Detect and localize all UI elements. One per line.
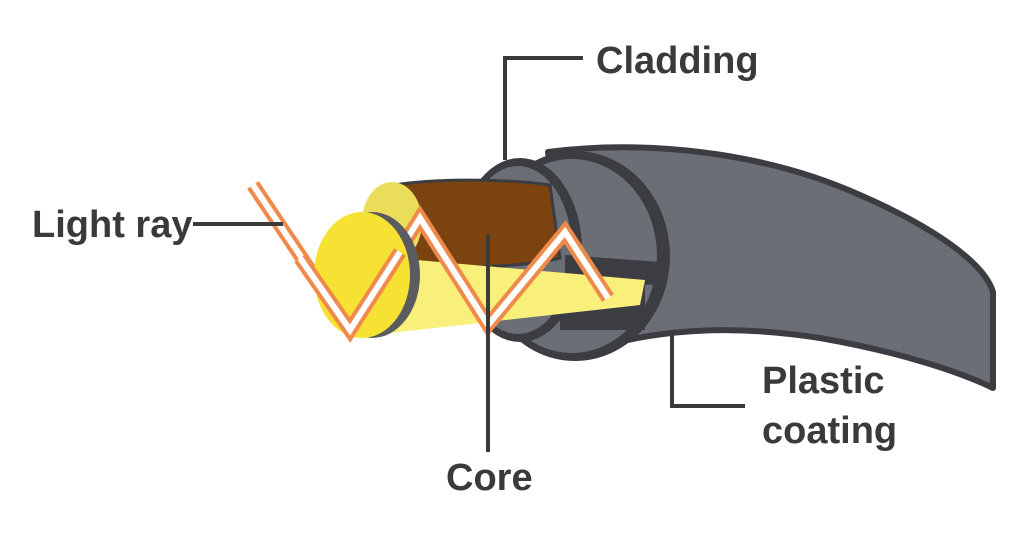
leader-lines (193, 56, 745, 452)
plastic-coating-label-line2: coating (762, 410, 897, 452)
plastic-coating-label-line1: Plastic (762, 360, 885, 402)
core-label: Core (446, 457, 533, 499)
cladding-label: Cladding (596, 40, 759, 82)
core-interior (360, 255, 645, 335)
coating-leader (670, 330, 745, 408)
core-end-face (294, 212, 420, 343)
cladding-leader (503, 56, 583, 160)
light-ray-label: Light ray (32, 204, 192, 246)
